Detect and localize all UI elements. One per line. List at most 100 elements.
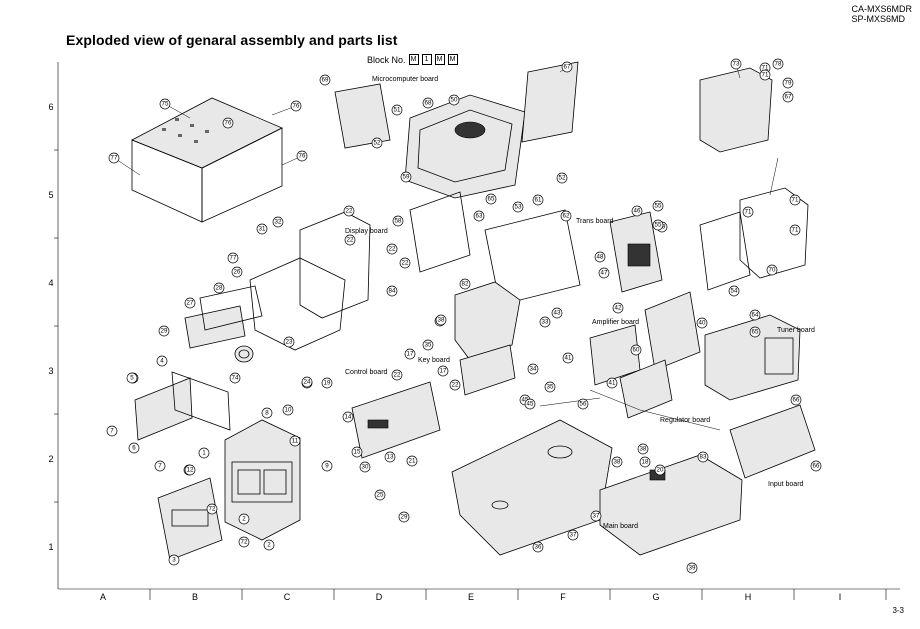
callout-25: 25 [374,489,386,501]
callout-number: 22 [452,382,459,389]
callout-number: 71 [762,72,769,79]
callout-number: 38 [614,459,621,466]
callout-76: 76 [290,100,302,112]
callout-number: 76 [293,103,300,110]
callout-number: 37 [593,513,600,520]
callout-circle [227,252,239,264]
grid-frame [54,62,900,600]
callout-circle [399,257,411,269]
callout-51: 51 [391,104,403,116]
callout-number: 7 [110,428,114,435]
callout-number: 29 [401,514,408,521]
callout-number: 55 [655,222,662,229]
row-label-4: 4 [48,278,54,288]
callout-72: 72 [206,503,218,515]
callout-43: 43 [551,307,563,319]
callout-number: 38 [640,446,647,453]
front-panel [224,419,301,541]
callout-47: 47 [598,267,610,279]
callout-circle [437,365,449,377]
callout-circle [386,285,398,297]
callout-number: 17 [440,368,447,375]
callout-number: 43 [554,310,561,317]
callout-number: 53 [515,204,522,211]
callout-circle [639,456,651,468]
callout-circle [562,352,574,364]
callout-number: 34 [530,366,537,373]
cassette-mechanism [454,281,521,361]
callout-circle [206,503,218,515]
callout-number: 72 [241,539,248,546]
callout-number: 71 [792,227,799,234]
callout-number: 59 [403,174,410,181]
callout-circle [128,442,140,454]
callout-17: 17 [404,348,416,360]
callout-37: 37 [590,510,602,522]
callout-circle [577,398,589,410]
callout-number: 22 [347,237,354,244]
callout-circle [730,58,742,70]
callout-circle [561,61,573,73]
callout-number: 55 [655,203,662,210]
callout-circle [766,264,778,276]
callout-number: 54 [731,288,738,295]
regulator-board [619,359,673,419]
callout-circle [392,215,404,227]
board-label-input: Input board [768,481,804,488]
callout-circle [261,407,273,419]
callout-number: 10 [285,407,292,414]
block-box-2: 1 [421,54,432,65]
callout-54: 54 [728,285,740,297]
col-label-i: I [838,592,842,602]
row-label-6: 6 [48,102,54,112]
block-box-4: M [447,54,458,65]
callout-circle [404,348,416,360]
callout-79: 79 [782,77,794,89]
callout-number: 60 [633,347,640,354]
callout-22: 22 [391,369,403,381]
callout-circle [159,98,171,110]
callout-number: 66 [813,463,820,470]
callout-41: 41 [606,377,618,389]
callout-circle [544,381,556,393]
page-title: Exploded view of genaral assembly and pa… [66,32,398,48]
callout-circle [184,297,196,309]
callout-12: 12 [184,464,196,476]
callout-circle [272,216,284,228]
callout-circle [344,234,356,246]
callout-56: 56 [577,398,589,410]
callout-number: 47 [601,270,608,277]
callout-circle [422,339,434,351]
callout-number: 72 [209,506,216,513]
callout-number: 21 [409,458,416,465]
callout-number: 8 [265,410,269,417]
callout-10: 10 [282,404,294,416]
callout-22: 22 [449,379,461,391]
callout-18: 18 [639,456,651,468]
callout-84: 84 [386,285,398,297]
callout-29: 29 [398,511,410,523]
callout-55: 55 [652,200,664,212]
callout-circle [654,464,666,476]
knob [234,345,254,363]
callout-circle [400,171,412,183]
callout-circle [637,443,649,455]
display-glass [184,285,263,349]
callout-46: 46 [631,205,643,217]
model-line-1: CA-MXS6MDR [851,4,912,14]
callout-70: 70 [766,264,778,276]
callout-number: 79 [785,80,792,87]
callout-14: 14 [342,411,354,423]
callout-number: 2 [267,542,271,549]
callout-number: 33 [542,319,549,326]
callout-32: 32 [272,216,284,228]
callout-number: 9 [325,463,329,470]
callout-3: 3 [168,554,180,566]
callout-number: 22 [402,260,409,267]
callout-circle [810,460,822,472]
callout-7: 7 [154,460,166,472]
callout-number: 7 [158,463,162,470]
board-labels: Microcomputer board Display board Trans … [345,76,815,530]
callout-71: 71 [789,194,801,206]
